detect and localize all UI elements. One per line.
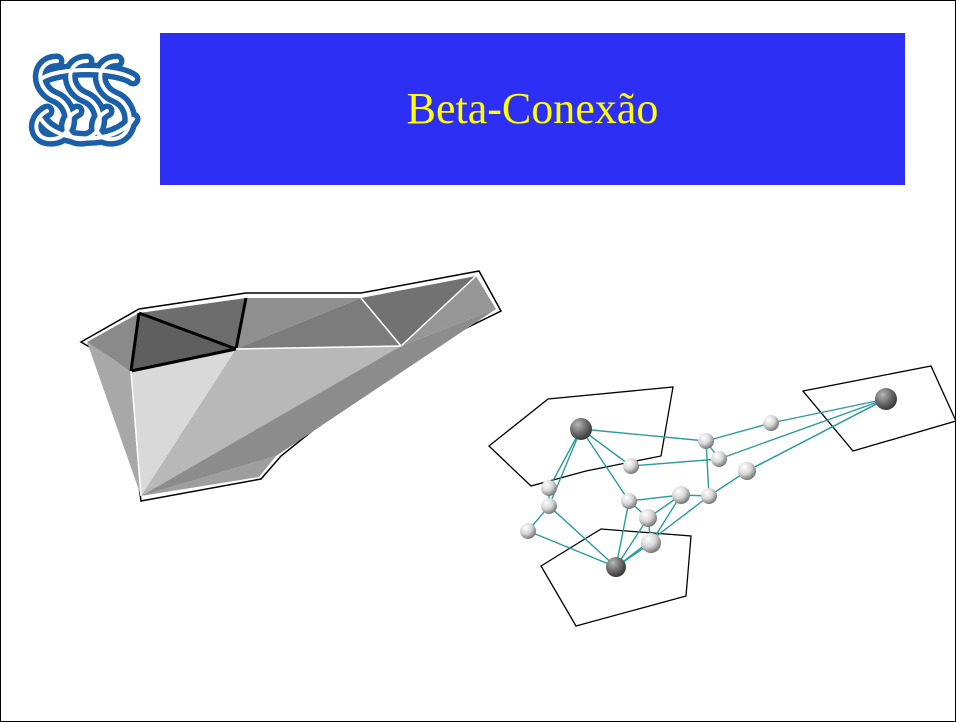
region-polygon bbox=[801, 365, 955, 452]
graph-node bbox=[541, 498, 557, 514]
title-banner: Beta-Conexão bbox=[160, 33, 905, 185]
graph-node bbox=[621, 493, 637, 509]
graph-node-large bbox=[570, 418, 592, 440]
region-polygon bbox=[540, 528, 692, 627]
mesh-face bbox=[141, 309, 496, 496]
knot-emblem-icon bbox=[29, 53, 141, 147]
mesh-face bbox=[141, 456, 276, 496]
mesh-face bbox=[87, 313, 139, 371]
graph-nodes bbox=[520, 388, 897, 577]
graph-node-large bbox=[875, 388, 897, 410]
mesh-face bbox=[401, 276, 496, 346]
mesh-face bbox=[131, 313, 236, 371]
graph-node bbox=[541, 480, 557, 496]
graph-node bbox=[711, 451, 727, 467]
graph-node bbox=[672, 486, 690, 504]
mesh-face bbox=[139, 298, 246, 349]
mesh-face bbox=[87, 342, 141, 496]
mesh-face bbox=[361, 276, 476, 346]
graph-node bbox=[623, 458, 639, 474]
graph-node bbox=[763, 415, 779, 431]
graph-node bbox=[520, 523, 536, 539]
graph-node bbox=[738, 462, 756, 480]
mesh-face bbox=[236, 298, 401, 349]
slide-title: Beta-Conexão bbox=[406, 84, 659, 133]
graph-node bbox=[701, 488, 717, 504]
graph-node bbox=[641, 533, 661, 553]
graph-node-large bbox=[606, 557, 626, 577]
graph-figure bbox=[488, 365, 955, 627]
region-polygon bbox=[488, 386, 674, 487]
graph-node bbox=[698, 433, 714, 449]
mesh-face bbox=[131, 349, 236, 496]
graph-node bbox=[639, 509, 657, 527]
mesh-figure bbox=[79, 270, 503, 502]
